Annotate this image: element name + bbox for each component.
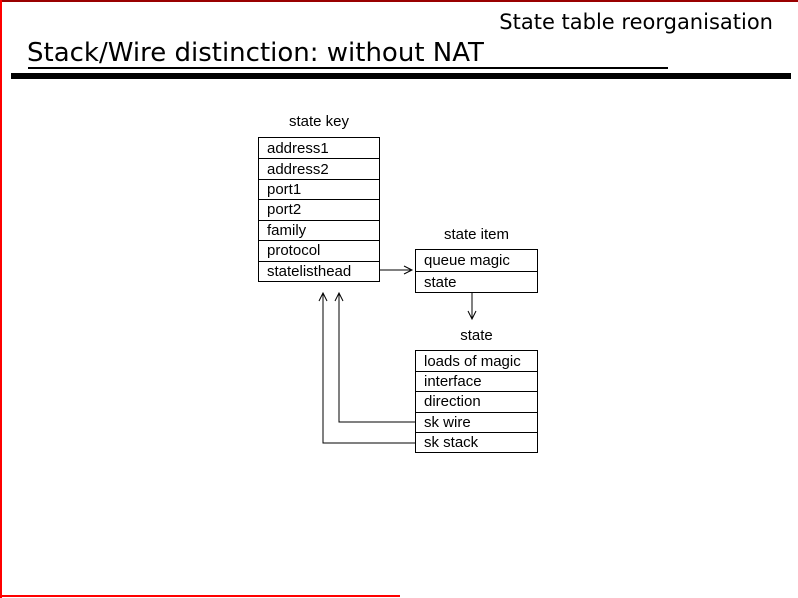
arrow-sk-stack-to-statelisthead — [318, 291, 415, 444]
table-row-port1: port1 — [259, 178, 379, 199]
table-row-sk-wire: sk wire — [416, 411, 537, 432]
title-underline — [28, 67, 668, 69]
state-key-label: state key — [288, 113, 350, 130]
arrow-sk-wire-to-statelisthead — [334, 291, 415, 423]
slide-border-top — [0, 0, 798, 2]
table-row-protocol: protocol — [259, 240, 379, 260]
table-row-address2: address2 — [259, 158, 379, 178]
table-row-address1: address1 — [267, 139, 329, 157]
slide-border-left — [0, 0, 2, 598]
state-label: state — [460, 327, 493, 344]
table-row-state: state — [416, 271, 537, 292]
table-row-sk-stack: sk stack — [416, 431, 537, 452]
arrow-state-item-to-state — [467, 292, 477, 321]
state-key-table: address1 address2 port1 port2 family pro… — [258, 137, 380, 282]
table-row-family: family — [259, 219, 379, 240]
page-title: Stack/Wire distinction: without NAT — [27, 38, 484, 68]
arrow-statelisthead-to-state-item — [380, 265, 414, 275]
state-table: loads of magic interface direction sk wi… — [415, 350, 538, 453]
table-row-interface: interface — [416, 371, 537, 391]
table-row-port2: port2 — [259, 199, 379, 219]
slide-border-bottom — [0, 595, 400, 597]
state-item-table: queue magic state — [415, 249, 538, 293]
table-row-direction: direction — [416, 391, 537, 411]
presentation-title: State table reorganisation — [499, 10, 773, 34]
state-item-label: state item — [443, 226, 510, 243]
table-row-loads-of-magic: loads of magic — [424, 352, 521, 370]
table-row-statelisthead: statelisthead — [259, 260, 379, 281]
title-rule — [11, 73, 791, 79]
table-row-queue-magic: queue magic — [424, 252, 510, 269]
